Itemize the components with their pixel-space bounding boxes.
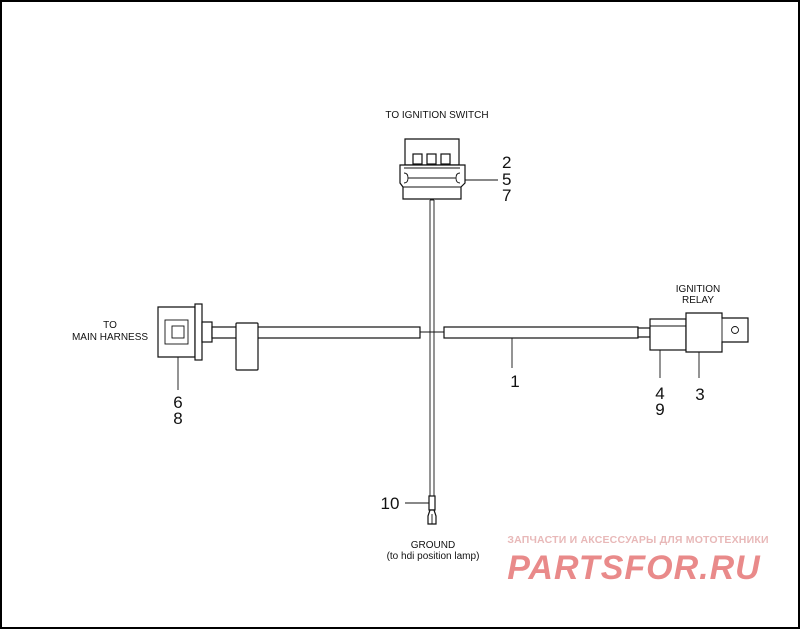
- callout-switch-2: 2: [502, 153, 511, 172]
- callout-harness-6: 6: [173, 393, 182, 412]
- ignition-relay: [637, 312, 749, 353]
- label-to: TO: [103, 320, 117, 331]
- callout-switch-5: 5: [502, 170, 511, 189]
- label-ignition: IGNITION: [676, 284, 720, 295]
- label-main-harness: MAIN HARNESS: [72, 332, 148, 343]
- harness-trunk-right: [443, 326, 639, 339]
- callout-main-1: 1: [510, 372, 519, 391]
- ground-terminal: [427, 495, 437, 525]
- watermark-tagline: ЗАПЧАСТИ И АКСЕССУАРЫ ДЛЯ МОТОТЕХНИКИ: [507, 534, 768, 546]
- callout-ground-10: 10: [381, 494, 400, 513]
- label-ground-note: (to hdi position lamp): [387, 551, 480, 562]
- callout-relay-9: 9: [655, 400, 664, 419]
- label-ground: GROUND: [411, 540, 455, 551]
- callout-switch-7: 7: [502, 186, 511, 205]
- callout-relay-4: 4: [655, 384, 664, 403]
- ground-wire: [429, 199, 435, 500]
- callout-relay-3: 3: [695, 385, 704, 404]
- callout-harness-8: 8: [173, 409, 182, 428]
- watermark-brand: PARTSFOR.RU: [507, 549, 761, 587]
- label-to-ignition-switch: TO IGNITION SWITCH: [385, 110, 488, 121]
- label-relay: RELAY: [682, 295, 714, 306]
- harness-trunk-left: [211, 322, 421, 371]
- main-harness-connector: [157, 303, 213, 361]
- ignition-switch-connector: [399, 138, 466, 200]
